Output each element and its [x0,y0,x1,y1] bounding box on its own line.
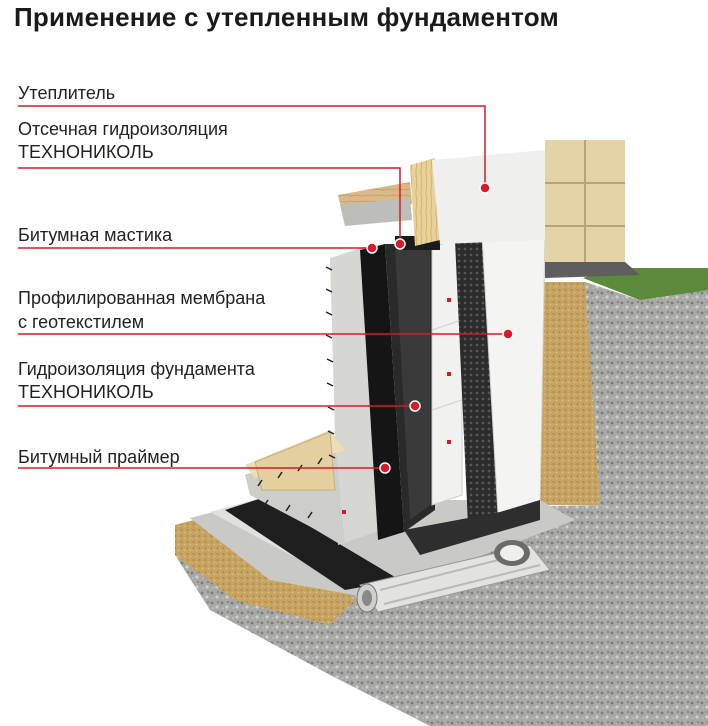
label-profiled-membrane-geotextile: с геотекстилем [18,312,145,332]
page-title: Применение с утепленным фундаментом [14,2,559,32]
dot-cutoff-waterproofing [394,238,406,250]
drainage-pipe [356,540,551,613]
label-foundation-waterproofing: Гидроизоляция фундамента [18,359,255,379]
label-bitumen-primer: Битумный праймер [18,447,180,467]
facade-tiles [545,140,640,278]
label-bitumen-mastic: Битумная мастика [18,225,173,245]
label-foundation-waterproofing-brand: ТЕХНОНИКОЛЬ [18,382,154,402]
concrete-block-wall [245,245,382,545]
foundation-wall-face [395,250,430,520]
dot-insulation [479,182,491,194]
label-cutoff-waterproofing: Отсечная гидроизоляция [18,119,228,139]
label-cutoff-waterproofing-brand: ТЕХНОНИКОЛЬ [18,142,154,162]
rebar-hooks [257,266,336,519]
leader-insulation [18,105,486,188]
floor-slab-beam [340,198,412,226]
dot-foundation-waterproofing [409,400,421,412]
label-insulation: Утеплитель [18,83,116,103]
leader-lines [18,105,508,469]
leader-cutoff-waterproofing [18,167,401,244]
xps-insulation-boards [431,235,463,506]
leader-dots [366,182,514,474]
label-profiled-membrane: Профилированная мембрана [18,288,266,308]
foundation-waterproofing-layer [360,244,404,540]
dot-profiled-membrane [502,328,514,340]
membrane-markers [342,298,451,514]
dot-bitumen-primer [379,462,391,474]
grass-layer [583,268,708,300]
interior-floor-tiles [254,431,336,491]
dot-bitumen-mastic [366,242,378,254]
slab-waterproofing-band [225,498,400,590]
membrane-toe [404,500,540,555]
mineral-wool-insulation [410,158,440,246]
upper-wall [432,150,545,244]
